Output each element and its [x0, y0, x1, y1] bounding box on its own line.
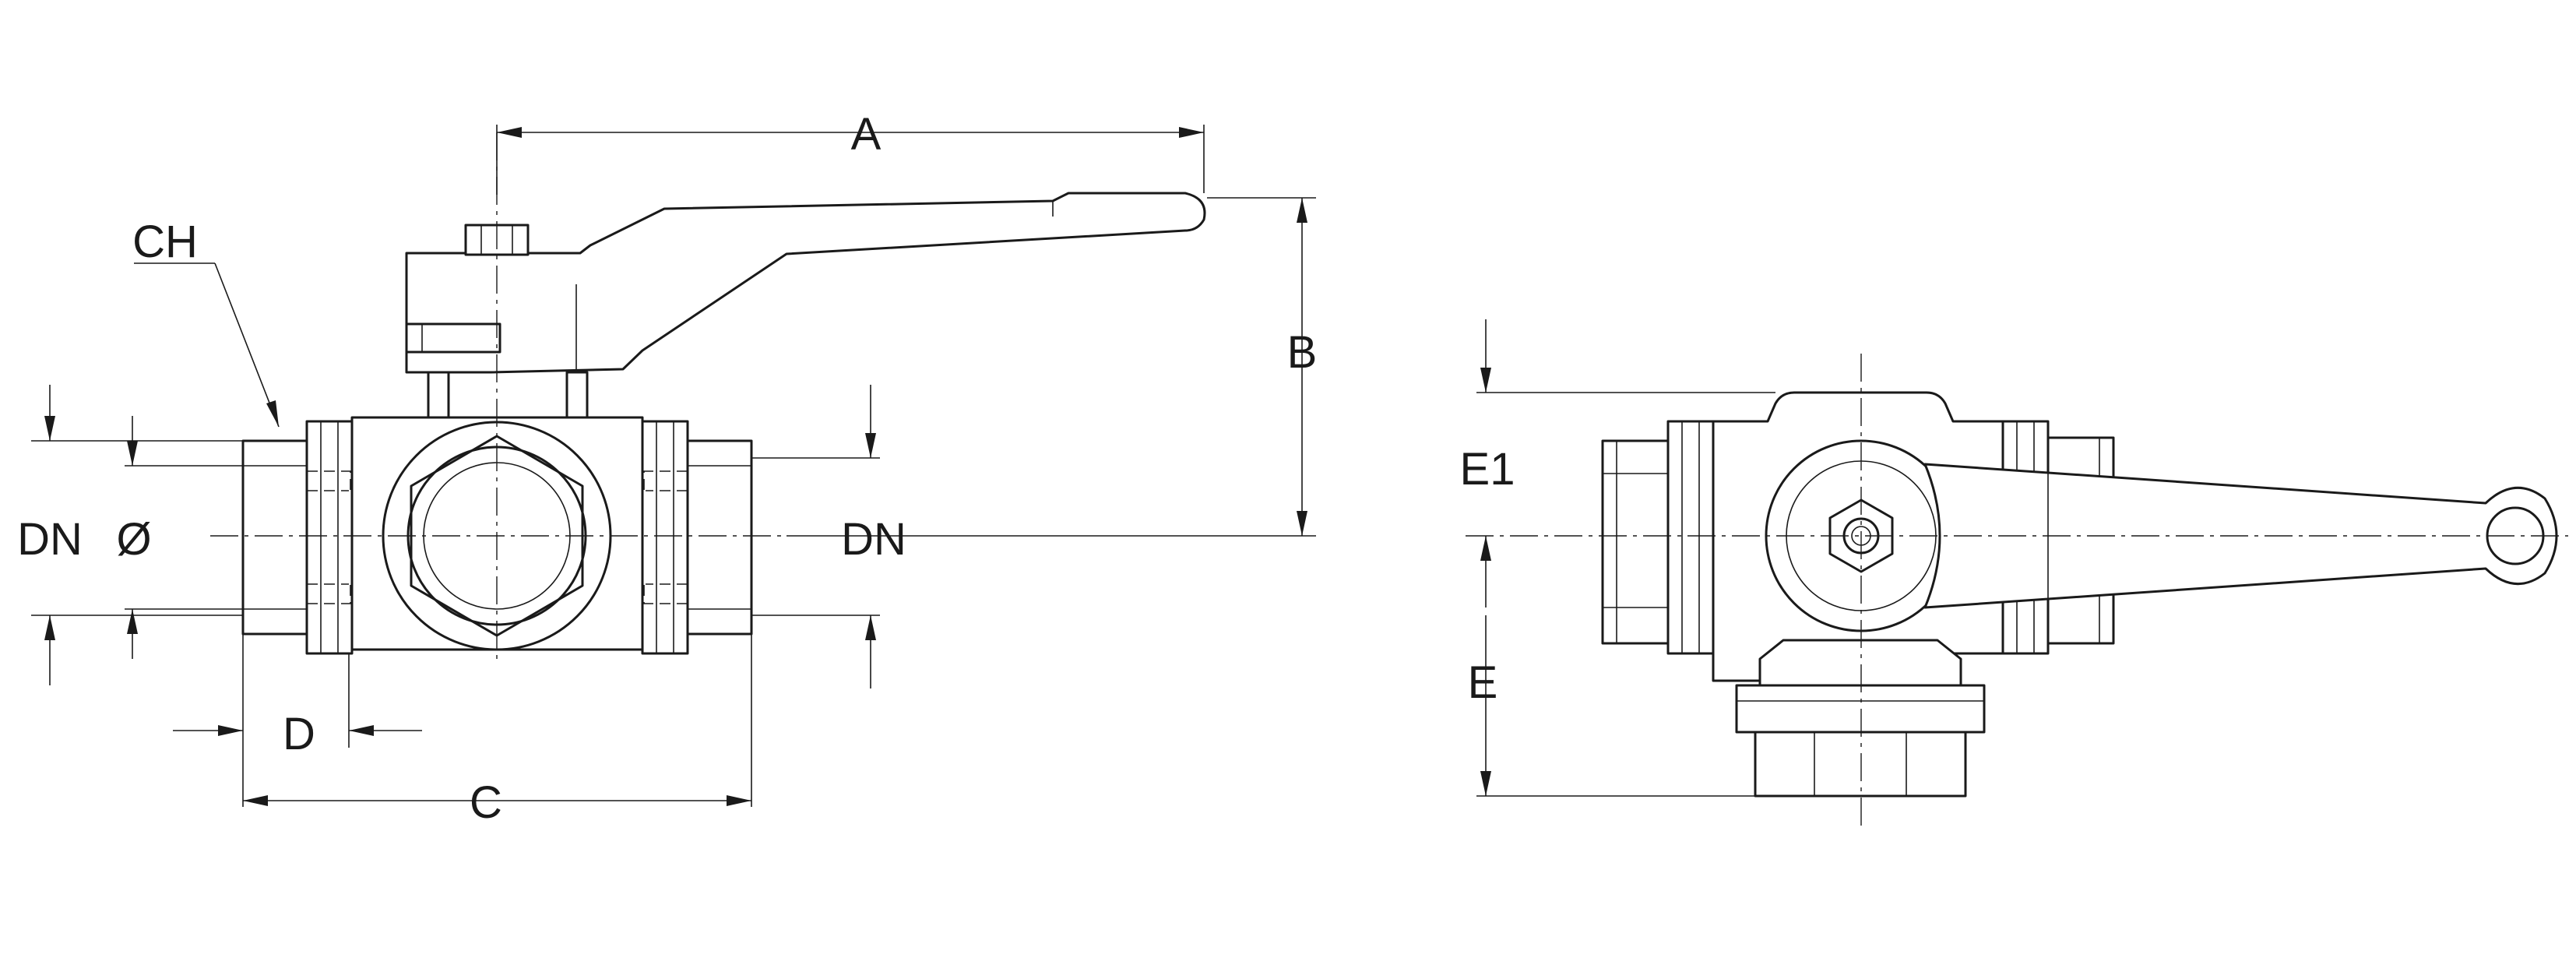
dimension-ch: CH	[132, 217, 280, 428]
top-view: E1 E	[1460, 319, 2568, 826]
dimension-e: E	[1468, 615, 1755, 797]
bottom-port-top-view	[1735, 639, 1986, 798]
label-a: A	[851, 109, 882, 160]
label-c: C	[470, 777, 502, 828]
label-b: B	[1287, 327, 1318, 378]
lever-handle	[405, 192, 1206, 374]
label-diameter: Ø	[116, 514, 151, 565]
dimension-d: D	[173, 634, 422, 807]
label-dn-left: DN	[17, 514, 83, 565]
dimension-dn-right: DN	[751, 385, 906, 688]
label-ch: CH	[132, 217, 198, 267]
dimension-b: B	[787, 197, 1318, 537]
dimension-a: A	[496, 109, 1205, 195]
label-d: D	[283, 709, 315, 759]
label-dn-right: DN	[841, 514, 906, 565]
dimension-dn-left: DN	[17, 385, 243, 685]
label-e1: E1	[1460, 444, 1515, 495]
left-port-top-view	[1601, 420, 1715, 655]
front-view: A B CH DN	[17, 109, 1317, 828]
label-e: E	[1468, 657, 1498, 708]
dimension-c: C	[243, 634, 752, 828]
dimension-diameter: Ø	[116, 416, 243, 659]
stem-neck	[427, 371, 589, 419]
dimension-e1: E1	[1460, 319, 1775, 608]
